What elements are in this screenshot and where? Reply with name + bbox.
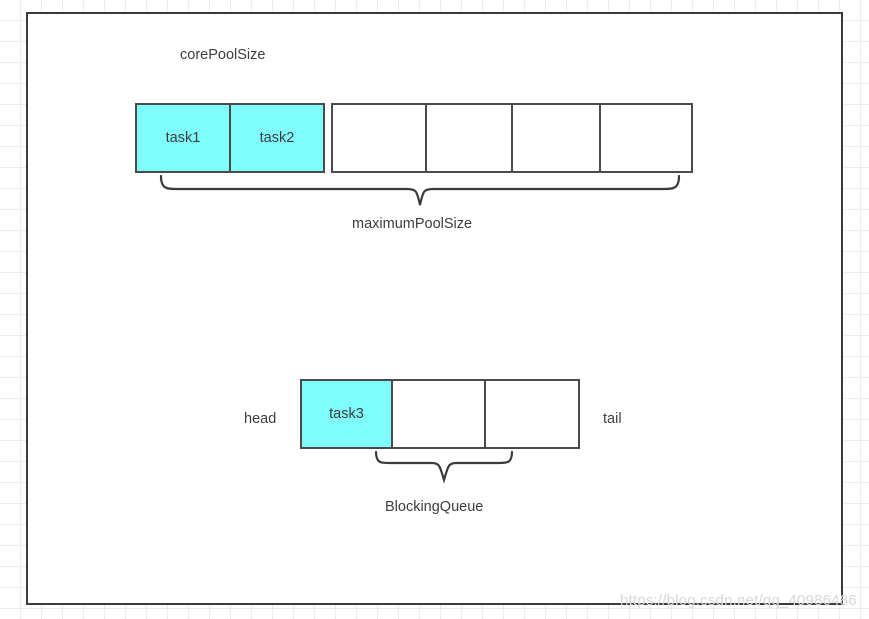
pool-cell-empty-1[interactable] (331, 103, 427, 173)
pool-cell-empty-3[interactable] (511, 103, 601, 173)
queue-cell-empty-2[interactable] (484, 379, 580, 449)
queue-cell-task3[interactable]: task3 (300, 379, 393, 449)
pool-cell-task2[interactable]: task2 (229, 103, 325, 173)
watermark-text: https://blog.csdn.net/qq_40986486 (620, 592, 857, 609)
queue-cell-empty-1[interactable] (391, 379, 486, 449)
pool-cell-empty-4[interactable] (599, 103, 693, 173)
queue-cell-task3-label: task3 (329, 406, 364, 422)
head-label: head (244, 411, 277, 427)
maximum-pool-size-brace (159, 174, 681, 208)
maximum-pool-size-label: maximumPoolSize (352, 216, 473, 232)
pool-cell-empty-2[interactable] (425, 103, 513, 173)
pool-cell-task1-label: task1 (165, 130, 201, 146)
thread-pool-row: task1 task2 (135, 103, 693, 173)
diagram-canvas: corePoolSize task1 task2 (26, 12, 843, 605)
pool-cell-task1[interactable]: task1 (135, 103, 231, 173)
blocking-queue-row: task3 (300, 379, 580, 449)
core-pool-size-label: corePoolSize (180, 47, 266, 63)
blocking-queue-brace (374, 450, 516, 484)
tail-label: tail (603, 411, 622, 427)
blocking-queue-label: BlockingQueue (385, 499, 484, 515)
pool-cell-task2-label: task2 (259, 130, 295, 146)
